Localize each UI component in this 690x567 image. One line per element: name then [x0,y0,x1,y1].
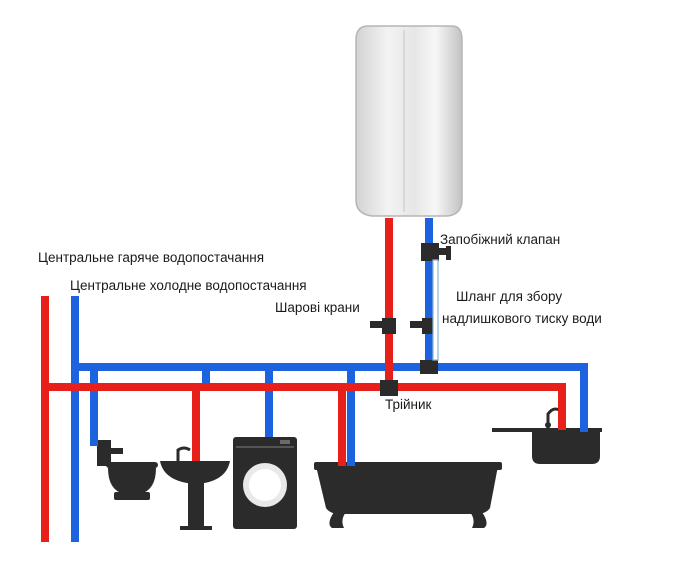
toilet-icon [97,440,158,500]
hose-label-line2: надлишкового тиску води [442,311,602,326]
safety-valve-label: Запобіжний клапан [440,232,561,247]
washing-machine-icon [233,437,297,529]
washbasin-icon [160,446,230,530]
central-cold-supply-label: Центральне холодне водопостачання [70,278,307,293]
ball-valve-cold-icon [410,318,436,334]
central-hot-supply-label: Центральне гаряче водопостачання [38,250,265,265]
hot-water-pipes [41,218,566,542]
cold-water-pipes [71,218,588,542]
water-heater-icon [355,25,463,217]
cold-tee-fitting-icon [420,360,438,374]
ball-valve-hot-icon [370,318,396,334]
bathtub-icon [314,462,502,528]
hose-label-line1: Шланг для збору [456,289,563,304]
ball-valves-label: Шарові крани [275,300,360,315]
safety-valve-icon [421,243,451,261]
drain-hose-icon [432,259,439,361]
tee-label: Трійник [385,397,432,412]
tee-fitting-icon [380,380,398,396]
